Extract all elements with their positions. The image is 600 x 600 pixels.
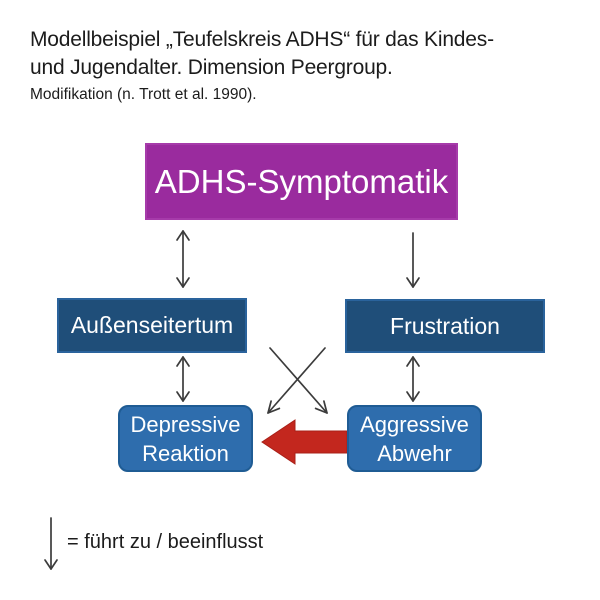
- title-line-1: Modellbeispiel „Teufelskreis ADHS“ für d…: [30, 28, 494, 51]
- title-source-note: Modifikation (n. Trott et al. 1990).: [30, 86, 257, 103]
- node-depressive-line1: Depressive: [130, 411, 241, 437]
- legend-down-arrow: [44, 517, 58, 570]
- node-depressive-line2: Reaktion: [142, 440, 229, 466]
- node-adhs-label: ADHS-Symptomatik: [154, 162, 449, 200]
- node-frustration: Frustration: [345, 299, 545, 353]
- node-adhs-symptomatik: ADHS-Symptomatik: [145, 143, 458, 220]
- title-line-2: und Jugendalter. Dimension Peergroup.: [30, 56, 393, 79]
- arrow-frustration-aggressive: [406, 356, 420, 402]
- node-frustration-label: Frustration: [390, 312, 500, 339]
- node-aggressive-line2: Abwehr: [377, 440, 452, 466]
- red-arrow-aggressive-to-depressive: [261, 419, 348, 465]
- node-aussenseitertum-label: Außenseitertum: [70, 312, 234, 338]
- diagram-title: Modellbeispiel „Teufelskreis ADHS“ für d…: [30, 26, 494, 105]
- arrow-adhs-aussenseitertum: [176, 230, 190, 288]
- legend-text: = führt zu / beeinflusst: [67, 531, 264, 553]
- node-aussenseitertum: Außenseitertum: [57, 298, 247, 353]
- node-aggressive-line1: Aggressive: [360, 411, 469, 437]
- node-depressive-reaktion: Depressive Reaktion: [118, 405, 253, 472]
- arrow-aussenseitertum-depressive: [176, 356, 190, 402]
- arrow-aussenseitertum-aggressive: [269, 347, 328, 414]
- arrow-adhs-frustration: [406, 232, 420, 288]
- node-aggressive-abwehr: Aggressive Abwehr: [347, 405, 482, 472]
- arrow-frustration-depressive: [267, 347, 326, 414]
